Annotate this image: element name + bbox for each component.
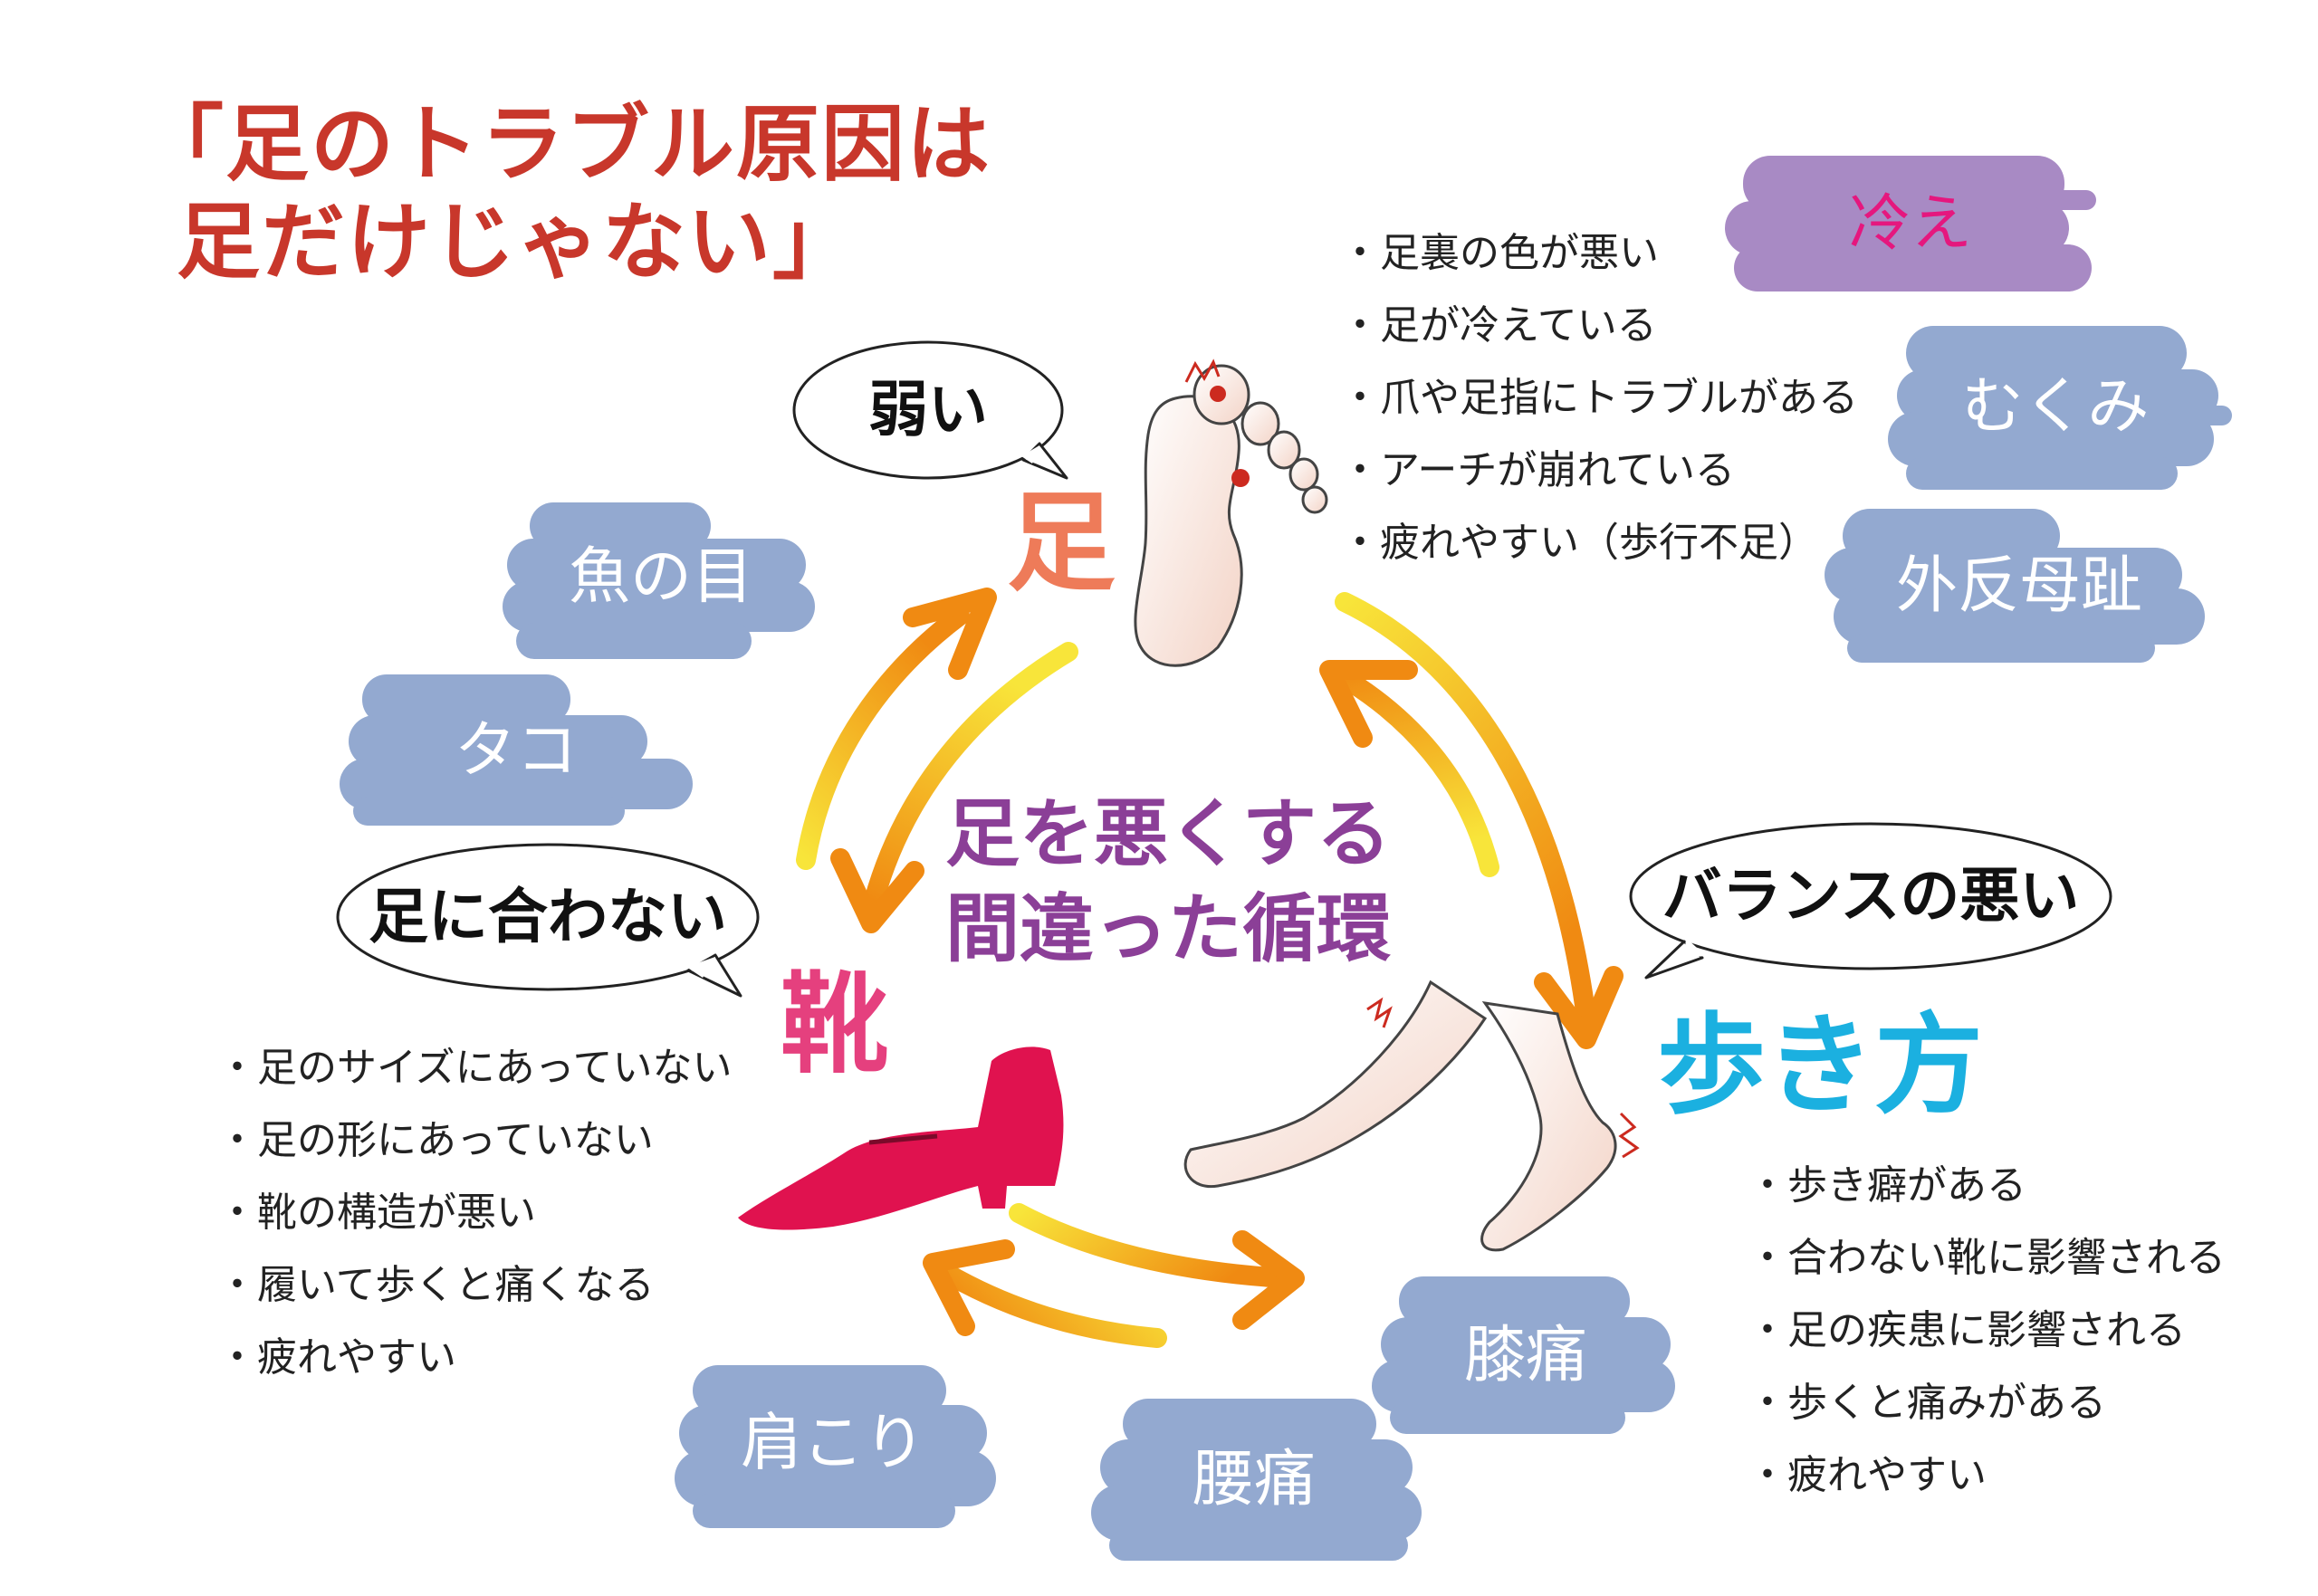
blob-gaihan [1825, 509, 2205, 663]
node-walk: 歩き方 [1657, 1003, 1983, 1129]
bubble-walk [1629, 822, 2112, 980]
list-shoe: ・足のサイズにあっていない ・足の形にあっていない ・靴の構造が悪い ・履いて歩… [217, 1032, 732, 1394]
title-line1: 「足のトラブル原因は [140, 96, 992, 193]
list-item: ・疲れやすい [217, 1334, 456, 1381]
bubble-foot [792, 340, 1068, 480]
arrow-shoe-to-foot [796, 588, 997, 870]
list-item: ・足の形にあっていない [217, 1117, 654, 1163]
list-item: ・足のサイズにあっていない [217, 1045, 733, 1091]
bubble-shoe-label: 足に合わない [369, 882, 727, 951]
list-item: ・足裏の色が悪い [1340, 230, 1659, 276]
blob-tako [340, 674, 693, 826]
bubble-shoe [336, 843, 760, 998]
symptom-katakori: 肩こり [740, 1408, 925, 1479]
blob-youtsu [1091, 1399, 1422, 1561]
list-item: ・アーチが崩れている [1340, 447, 1736, 493]
list-item: ・歩くと痛みがある [1748, 1380, 2106, 1426]
symptom-shitsutsu: 膝痛 [1463, 1320, 1587, 1391]
legs-illustration [1183, 980, 1640, 1252]
center-line1: 足を悪くする [944, 791, 1391, 877]
shoe-illustration [738, 1046, 1064, 1230]
blob-shitsutsu [1372, 1276, 1675, 1434]
node-foot: 足 [1007, 481, 1116, 607]
center-line2: 間違った循環 [944, 886, 1391, 972]
blob-katakori [675, 1365, 996, 1528]
list-item: ・歩き癖がある [1748, 1162, 2026, 1209]
list-item: ・爪や足指にトラブルがある [1340, 375, 1858, 421]
list-item: ・疲れやすい（歩行不足） [1340, 520, 1818, 566]
symptom-youtsu: 腰痛 [1192, 1444, 1316, 1515]
list-item: ・疲れやすい [1748, 1452, 1987, 1498]
foot-illustration [1134, 358, 1328, 667]
symptom-mukumi: むくみ [1961, 371, 2150, 443]
blob-uonome [503, 502, 815, 659]
symptom-hie: 冷え [1848, 188, 1972, 260]
symptom-gaihan: 外反母趾 [1895, 550, 2142, 622]
node-shoe: 靴 [781, 962, 889, 1088]
title-line2: 足だけじゃない」 [177, 194, 858, 291]
list-item: ・足の疾患に影響される [1748, 1307, 2186, 1353]
list-item: ・足が冷えている [1340, 302, 1657, 349]
bubble-walk-label: バランスの悪い [1662, 861, 2080, 931]
arrow-walk-to-shoe [923, 1239, 1167, 1348]
list-item: ・履いて歩くと痛くなる [217, 1262, 655, 1308]
arrow-foot-to-shoe [830, 642, 1078, 933]
arrow-shoe-to-walk [1009, 1203, 1305, 1330]
list-item: ・合わない靴に影響される [1748, 1235, 2226, 1281]
list-foot: ・足裏の色が悪い ・足が冷えている ・爪や足指にトラブルがある ・アーチが崩れて… [1340, 217, 1858, 579]
list-walk: ・歩き癖がある ・合わない靴に影響される ・足の疾患に影響される ・歩くと痛みが… [1748, 1150, 2226, 1512]
symptom-uonome: 魚の目 [568, 541, 753, 613]
list-item: ・靴の構造が悪い [217, 1190, 536, 1236]
arrow-walk-to-foot [1319, 660, 1499, 877]
bubble-foot-label: 弱い [868, 375, 988, 444]
blob-mukumi [1888, 326, 2232, 490]
arrow-foot-to-walk [1335, 592, 1624, 1049]
symptom-tako: タコ [454, 715, 578, 787]
blob-hie [1725, 156, 2096, 291]
